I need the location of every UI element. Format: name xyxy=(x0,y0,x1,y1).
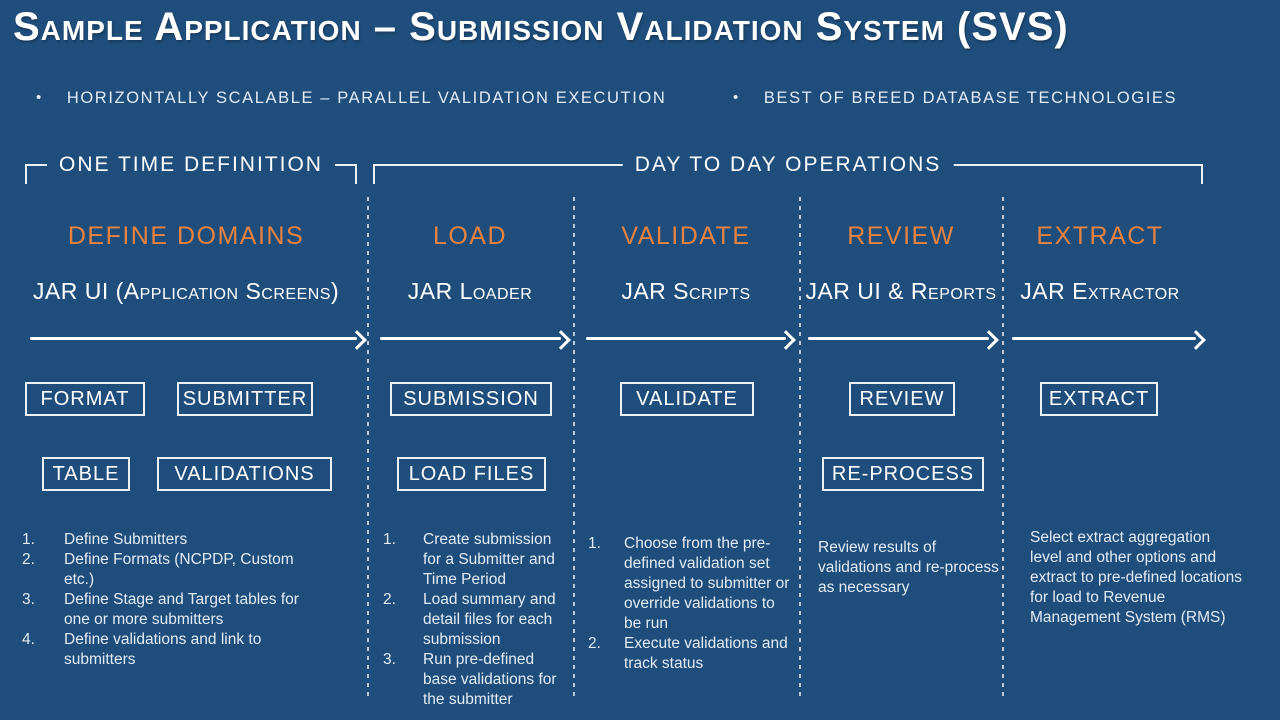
column-divider xyxy=(573,197,575,700)
bracket-label: DAY TO DAY OPERATIONS xyxy=(622,151,954,179)
slide-title: Sample Application – Submission Validati… xyxy=(13,5,1069,49)
list-item: 3. Define Stage and Target tables for on… xyxy=(22,590,362,630)
flow-arrow-icon xyxy=(30,330,367,350)
column-header-define-domains: DEFINE DOMAINS xyxy=(67,222,305,250)
column-divider xyxy=(799,197,801,700)
tool-label-jar-ui: JAR UI (Application Screens) xyxy=(32,278,340,304)
bracket-one-time-definition: ONE TIME DEFINITION xyxy=(25,151,357,184)
stage-box-submission: SUBMISSION xyxy=(390,382,552,416)
bullet-icon: • xyxy=(733,89,740,106)
bullet-text: BEST OF BREED DATABASE TECHNOLOGIES xyxy=(763,89,1178,107)
step-number: 4. xyxy=(22,631,35,648)
stage-box-load-files: LOAD FILES xyxy=(397,457,546,491)
stage-box-extract: EXTRACT xyxy=(1040,382,1158,416)
bullet-icon: • xyxy=(36,89,43,106)
step-number: 2. xyxy=(588,635,601,652)
stage-box-review: REVIEW xyxy=(849,382,955,416)
step-text: Create submission for a Submitter and Ti… xyxy=(423,531,555,588)
step-text: Execute validations and track status xyxy=(624,635,788,672)
list-item: 2. Define Formats (NCPDP, Custom etc.) xyxy=(22,550,362,590)
bullet-text: HORIZONTALLY SCALABLE – PARALLEL VALIDAT… xyxy=(66,89,667,107)
tool-label-jar-scripts: JAR Scripts xyxy=(621,278,751,304)
step-number: 2. xyxy=(22,551,35,568)
list-item: 3. Run pre-defined base validations for … xyxy=(383,650,567,710)
tool-label-jar-loader: JAR Loader xyxy=(407,278,533,304)
bullet-item-scalable: • HORIZONTALLY SCALABLE – PARALLEL VALID… xyxy=(36,88,666,108)
flow-arrow-icon xyxy=(380,330,571,350)
step-text: Choose from the pre-defined validation s… xyxy=(624,535,790,632)
step-text: Define validations and link to submitter… xyxy=(64,631,262,668)
stage-box-format: FORMAT xyxy=(25,382,145,416)
list-item: 1. Define Submitters xyxy=(22,530,362,550)
step-number: 1. xyxy=(588,535,601,552)
list-item: 2. Execute validations and track status xyxy=(588,634,798,674)
flow-arrow-icon xyxy=(586,330,796,350)
flow-arrow-icon xyxy=(808,330,999,350)
column-header-load: LOAD xyxy=(432,222,508,250)
note-extract: Select extract aggregation level and oth… xyxy=(1030,529,1242,626)
step-number: 3. xyxy=(22,591,35,608)
step-number: 2. xyxy=(383,591,396,608)
stage-box-validations: VALIDATIONS xyxy=(157,457,332,491)
list-item: 1. Create submission for a Submitter and… xyxy=(383,530,567,590)
column-divider xyxy=(367,197,369,700)
stage-box-re-process: RE-PROCESS xyxy=(822,457,984,491)
column-header-validate: VALIDATE xyxy=(621,222,751,250)
column-divider xyxy=(1002,197,1004,700)
column-header-review: REVIEW xyxy=(847,222,955,250)
bracket-label: ONE TIME DEFINITION xyxy=(47,151,335,179)
steps-define-domains: 1. Define Submitters 2. Define Formats (… xyxy=(22,530,362,670)
list-item: 4. Define validations and link to submit… xyxy=(22,630,362,670)
step-text: Define Stage and Target tables for one o… xyxy=(64,591,299,628)
step-text: Load summary and detail files for each s… xyxy=(423,591,556,648)
stage-box-submitter: SUBMITTER xyxy=(177,382,313,416)
flow-arrow-icon xyxy=(1012,330,1206,350)
step-text: Define Submitters xyxy=(64,531,188,548)
steps-validate: 1. Choose from the pre-defined validatio… xyxy=(588,534,798,674)
list-item: 1. Choose from the pre-defined validatio… xyxy=(588,534,798,634)
step-number: 3. xyxy=(383,651,396,668)
bracket-day-to-day-operations: DAY TO DAY OPERATIONS xyxy=(373,151,1203,184)
step-number: 1. xyxy=(383,531,396,548)
tool-label-jar-ui-reports: JAR UI & Reports xyxy=(805,278,997,304)
tool-label-jar-extractor: JAR Extractor xyxy=(1020,278,1180,304)
note-review: Review results of validations and re-pro… xyxy=(818,539,999,596)
list-item: 2. Load summary and detail files for eac… xyxy=(383,590,567,650)
steps-load: 1. Create submission for a Submitter and… xyxy=(383,530,567,710)
stage-box-table: TABLE xyxy=(42,457,130,491)
step-number: 1. xyxy=(22,531,35,548)
stage-box-validate: VALIDATE xyxy=(620,382,754,416)
step-text: Run pre-defined base validations for the… xyxy=(423,651,557,708)
column-header-extract: EXTRACT xyxy=(1036,222,1164,250)
bullet-item-database: • BEST OF BREED DATABASE TECHNOLOGIES xyxy=(733,88,1177,108)
step-text: Define Formats (NCPDP, Custom etc.) xyxy=(64,551,294,588)
